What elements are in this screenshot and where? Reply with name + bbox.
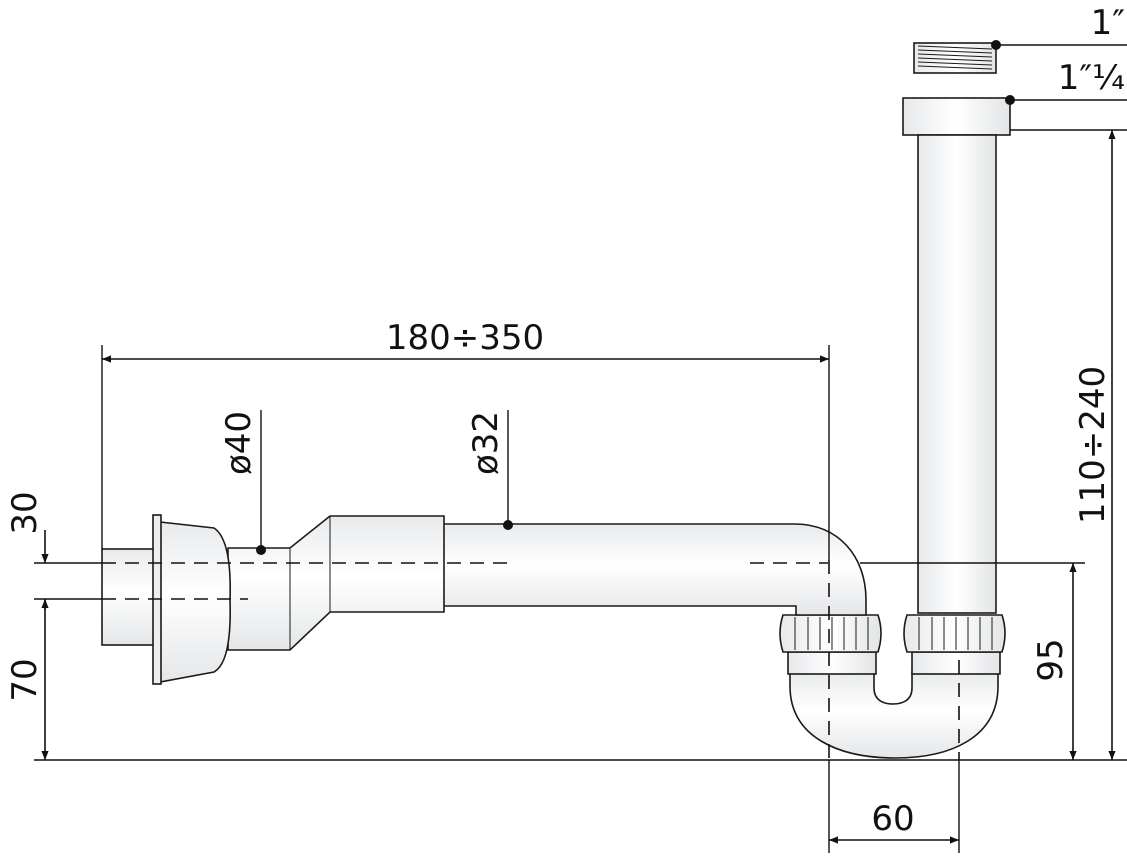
tailpiece [902,42,1011,614]
dia-large-label: ø40 [219,411,259,475]
reducer [227,515,445,651]
tail-height-label: 110÷240 [1073,366,1113,524]
horizontal-pipe [439,523,867,616]
nut-leader [1005,95,1127,131]
trap-width-label: 60 [871,799,914,839]
trap-bowl [787,651,1001,759]
wall-rosette [101,514,231,685]
left-nut [779,614,882,653]
dia-large-leader [256,410,266,555]
thread-leader [991,40,1127,50]
outlet-height-label: 95 [1031,638,1071,681]
right-nut [903,614,1006,653]
dia-small-label: ø32 [466,411,506,475]
center-lines [102,560,960,760]
nut-size-label: 1″¼ [1058,58,1125,98]
thread-size-label: 1″ [1091,3,1125,43]
inlet-center-label: 30 [5,491,45,534]
inlet-height-label: 70 [5,658,45,701]
length-label: 180÷350 [386,318,544,358]
dia-small-leader [503,410,513,530]
